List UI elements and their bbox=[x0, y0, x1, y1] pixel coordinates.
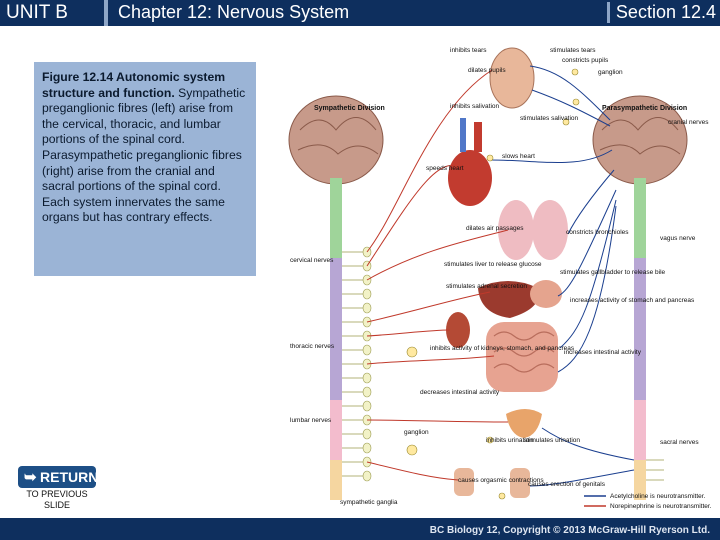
label-cranial-nerves: cranial nerves bbox=[668, 119, 709, 126]
chapter-title: Chapter 12: Nervous System bbox=[118, 2, 350, 22]
label-inhibits-activity: inhibits activity of kidneys, stomach, a… bbox=[430, 345, 575, 352]
label-cervical-nerves: cervical nerves bbox=[290, 257, 334, 264]
section-label: Section 12.4 bbox=[606, 2, 716, 23]
label-stimulates-tears: stimulates tears bbox=[550, 47, 596, 54]
return-arrow-icon: ➥ bbox=[24, 469, 37, 486]
unit-label: UNIT B bbox=[6, 2, 68, 23]
return-caption: TO PREVIOUS SLIDE bbox=[18, 489, 96, 511]
kidney-image bbox=[446, 312, 470, 348]
label-inhibits-salivation: inhibits salivation bbox=[450, 103, 500, 110]
label-thoracic-nerves: thoracic nerves bbox=[290, 343, 335, 350]
autonomic-diagram: Sympathetic Division Parasympathetic Div… bbox=[288, 47, 712, 510]
label-increases-activity: increases activity of stomach and pancre… bbox=[570, 297, 695, 304]
label-lumbar-nerves: lumbar nerves bbox=[290, 417, 332, 424]
return-button[interactable]: ➥ RETURN bbox=[18, 466, 99, 488]
label-causes-orgasmic: causes orgasmic contractions bbox=[458, 477, 544, 484]
genitals-image bbox=[454, 468, 474, 496]
intestine-image bbox=[486, 322, 558, 392]
label-dilates-pupils: dilates pupils bbox=[468, 67, 506, 74]
label-stimulates-salivation: stimulates salivation bbox=[520, 115, 579, 122]
caption-title: Figure 12.14 Autonomic system structure … bbox=[42, 70, 226, 100]
stomach-image bbox=[530, 280, 562, 308]
label-sympathetic-division: Sympathetic Division bbox=[314, 105, 385, 112]
caption-body: Sympathetic preganglionic fibres (left) … bbox=[42, 85, 246, 225]
label-constricts-pupils: constricts pupils bbox=[562, 57, 609, 64]
label-stimulates-liver: stimulates liver to release glucose bbox=[444, 261, 542, 268]
label-constricts-bronchioles: constricts bronchioles bbox=[566, 229, 629, 236]
label-speeds-heart: speeds heart bbox=[426, 165, 464, 172]
bladder-image bbox=[506, 409, 542, 438]
return-label: RETURN bbox=[40, 469, 99, 485]
label-parasympathetic-division: Parasympathetic Division bbox=[602, 105, 687, 112]
label-increases-intestinal: increases intestinal activity bbox=[564, 349, 642, 356]
label-stimulates-urination: stimulates urination bbox=[524, 437, 580, 444]
liver-image bbox=[478, 281, 539, 318]
face-image bbox=[489, 47, 535, 109]
return-caption-line2: SLIDE bbox=[43, 500, 70, 510]
label-inhibits-urination: inhibits urination bbox=[486, 437, 533, 444]
figure-caption: Figure 12.14 Autonomic system structure … bbox=[34, 62, 256, 276]
label-inhibits-tears: inhibits tears bbox=[450, 47, 487, 54]
label-stimulates-gallbladder: stimulates gallbladder to release bile bbox=[560, 269, 666, 276]
title-separator bbox=[104, 0, 108, 26]
heart-image bbox=[448, 150, 492, 206]
legend-norepinephrine: Norepinephrine is neurotransmitter. bbox=[610, 503, 712, 510]
label-ganglion-top: ganglion bbox=[598, 69, 623, 76]
label-stimulates-adrenal: stimulates adrenal secretion bbox=[446, 283, 527, 290]
label-sacral-nerves: sacral nerves bbox=[660, 439, 699, 446]
label-ganglion-bottom: ganglion bbox=[404, 429, 429, 436]
lungs-image bbox=[498, 200, 534, 260]
label-causes-erection: causes erection of genitals bbox=[528, 481, 606, 488]
footer-bar: BC Biology 12, Copyright © 2013 McGraw-H… bbox=[0, 518, 720, 540]
return-caption-line1: TO PREVIOUS bbox=[26, 489, 88, 499]
label-sympathetic-ganglia: sympathetic ganglia bbox=[340, 499, 398, 506]
copyright-text: BC Biology 12, Copyright © 2013 McGraw-H… bbox=[429, 525, 710, 536]
label-dilates-air-passages: dilates air passages bbox=[466, 225, 524, 232]
title-bar: UNIT B Chapter 12: Nervous System Sectio… bbox=[0, 0, 720, 26]
legend-acetylcholine: Acetylcholine is neurotransmitter. bbox=[610, 493, 706, 500]
neurotransmitter-legend: Acetylcholine is neurotransmitter. Norep… bbox=[584, 493, 712, 510]
label-slows-heart: slows heart bbox=[502, 153, 535, 160]
label-decreases-intestinal: decreases intestinal activity bbox=[420, 389, 500, 396]
label-vagus-nerve: vagus nerve bbox=[660, 235, 696, 242]
